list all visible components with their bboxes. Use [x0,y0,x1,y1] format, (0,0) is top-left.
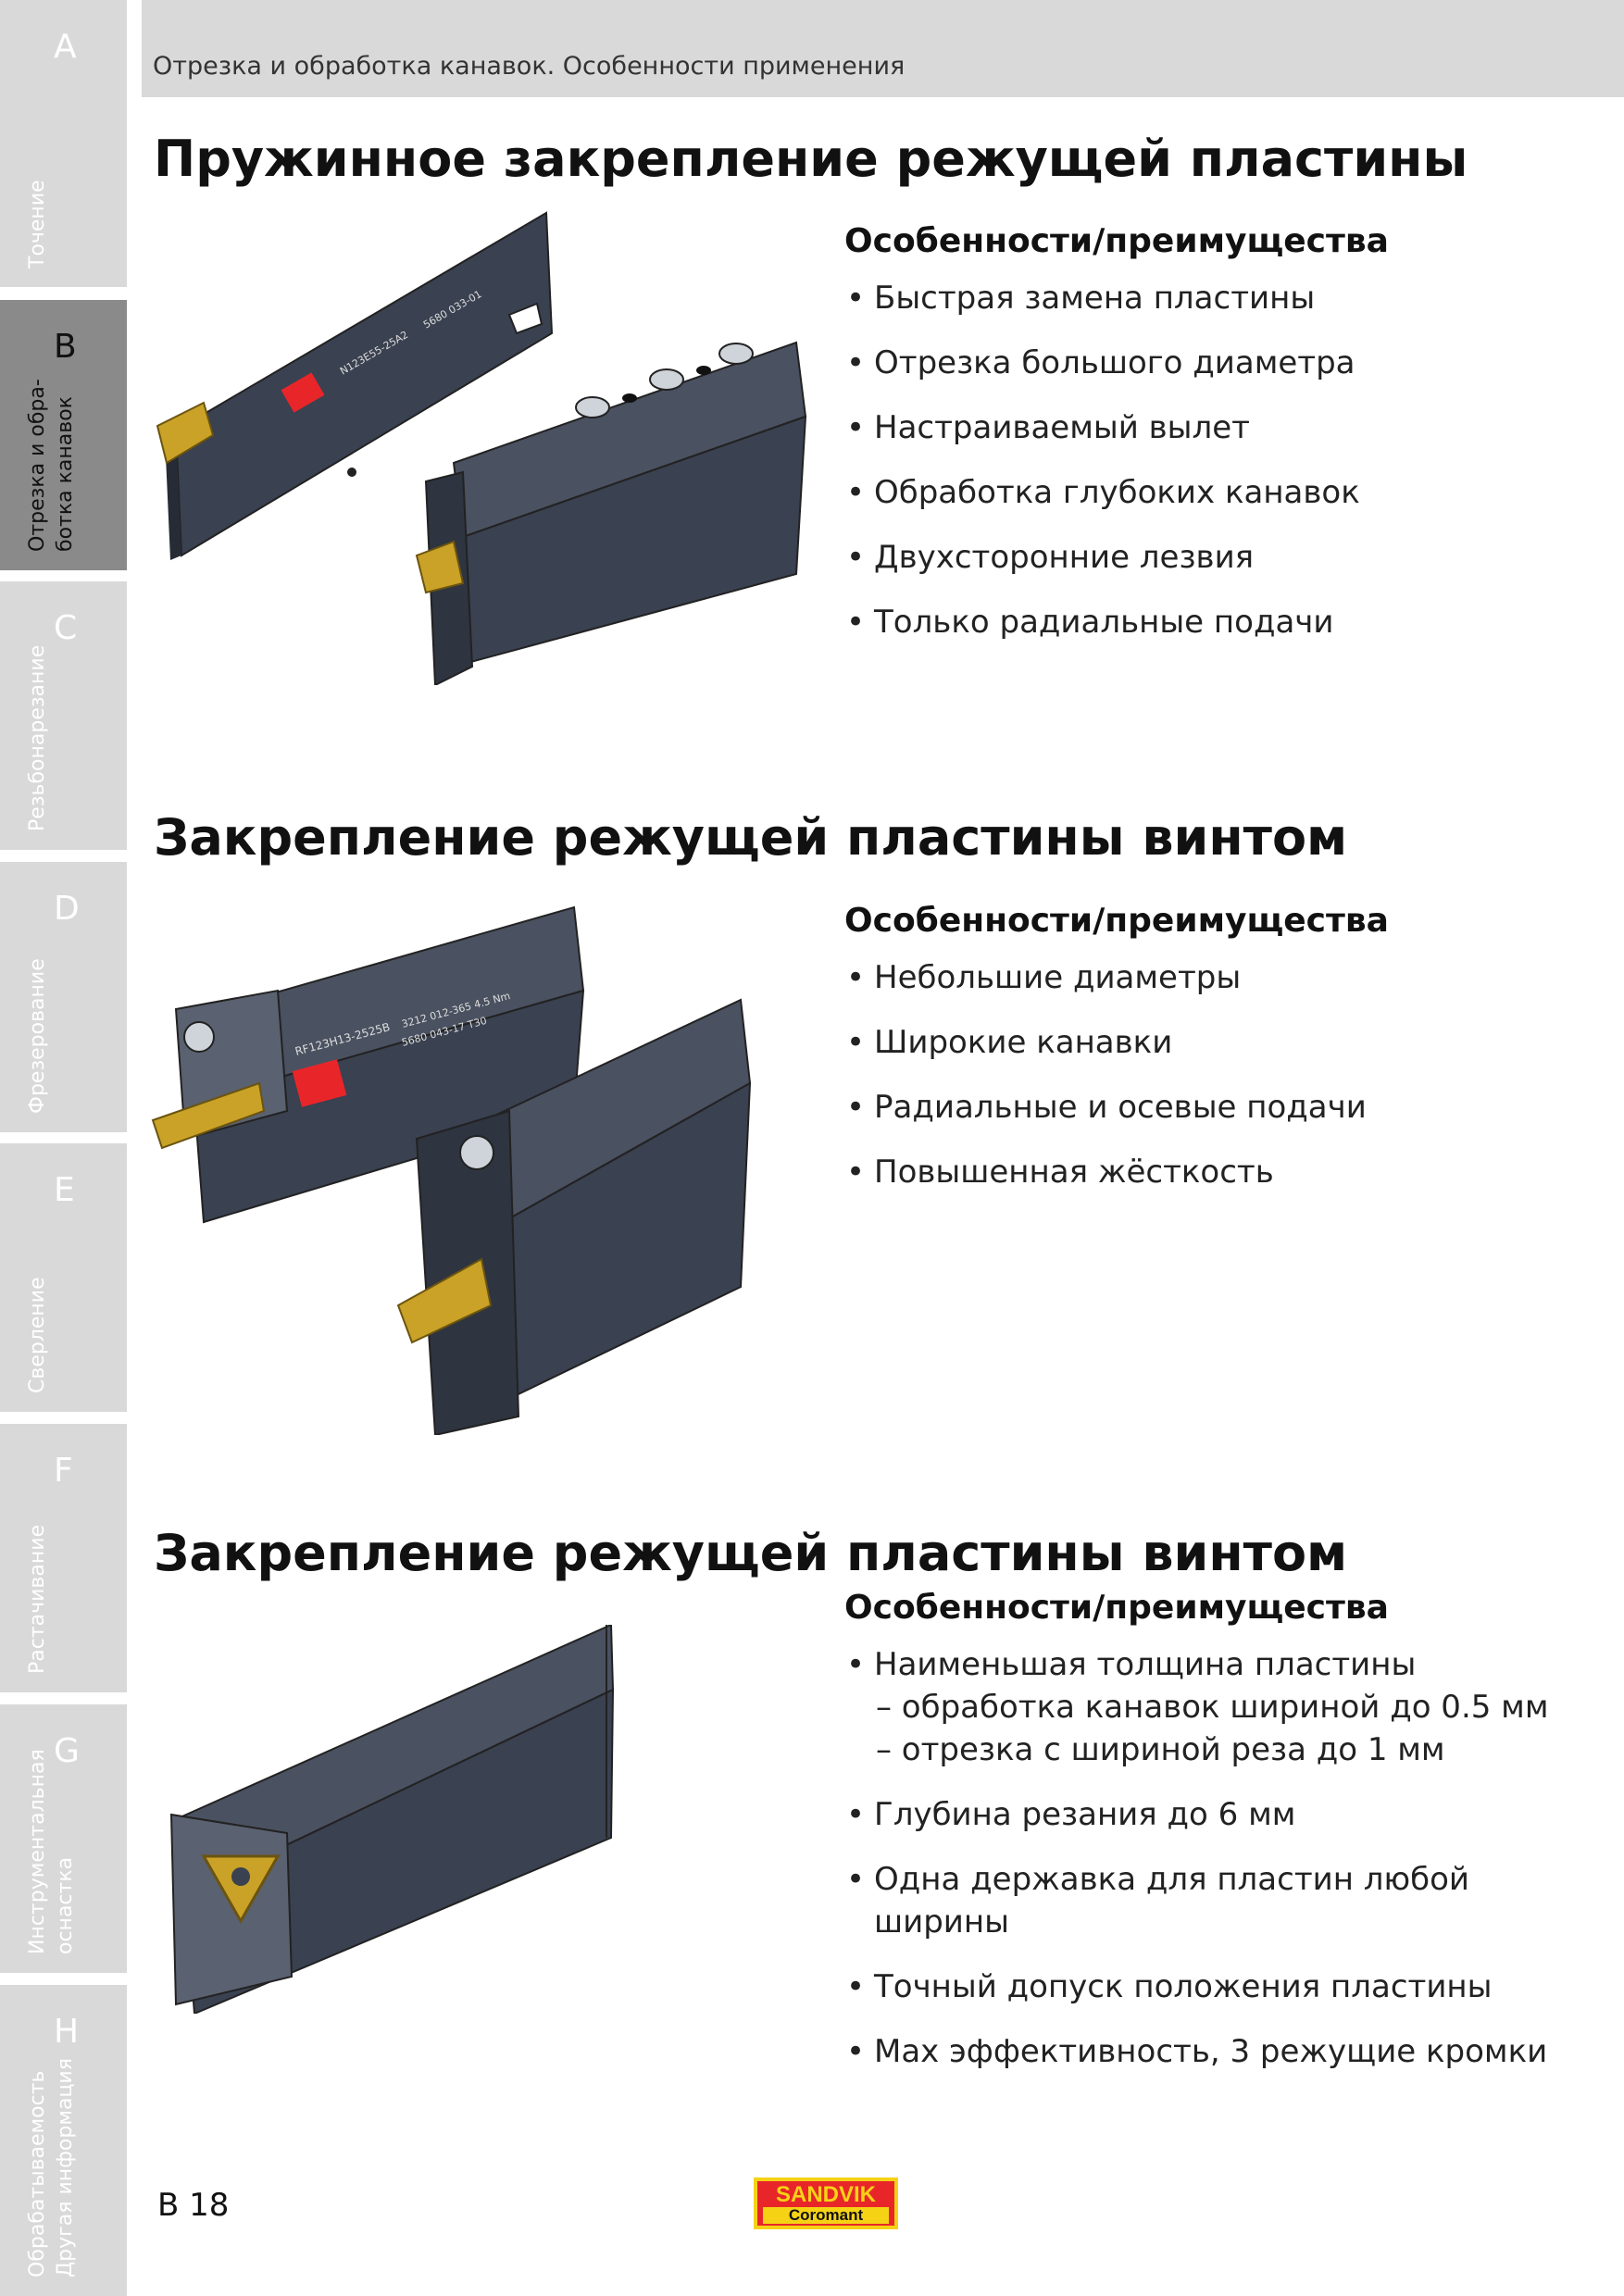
features-list: Наименьшая толщина пластины – обработка … [844,1643,1585,2073]
tab-e[interactable]: E Сверление [0,1143,127,1412]
list-subitem: – обработка канавок шириной до 0.5 мм [876,1689,1549,1726]
list-item-text: Одна державка для пластин любой [874,1861,1469,1898]
tab-letter: E [54,1171,75,1209]
tab-label: Точение [26,180,49,268]
features-list: Быстрая замена пластины Отрезка большого… [844,277,1585,643]
screw-clamp-tool-image-1: RF123H13-2525B 3212 012-365 4.5 Nm 5680 … [151,905,752,1435]
tab-letter: H [54,2013,80,2051]
tab-letter: F [54,1452,73,1490]
tab-label-2: ботка канавок [54,396,77,552]
list-item: Наименьшая толщина пластины – обработка … [844,1643,1585,1771]
tab-b[interactable]: B Отрезка и обра- ботка канавок [0,300,127,570]
logo-line1: SANDVIK [775,2182,876,2207]
tab-label: Растачивание [26,1524,49,1674]
list-item: Только радиальные подачи [844,601,1585,643]
tab-h[interactable]: H Обрабатываемость Другая информация [0,1985,127,2296]
tab-d[interactable]: D Фрезерование [0,862,127,1132]
list-item: Глубина резания до 6 мм [844,1793,1585,1836]
screw-clamp-tool-image-2 [169,1625,615,2014]
list-item-text: Наименьшая толщина пластины [874,1646,1417,1683]
features-block-3: Особенности/преимущества Наименьшая толщ… [844,1589,1585,2095]
tab-label: Инструментальная [26,1749,49,1954]
tab-label-2: Другая информация [54,2058,77,2277]
sandvik-logo: SANDVIK Coromant [754,2177,898,2229]
list-item: Max эффективность, 3 режущие кромки [844,2030,1585,2073]
tab-label-2: оснастка [54,1856,77,1954]
tab-g[interactable]: G Инструментальная оснастка [0,1704,127,1973]
list-item-continuation: ширины [874,1903,1009,1940]
features-block-2: Особенности/преимущества Небольшие диаме… [844,902,1585,1216]
section-sidebar: A Точение B Отрезка и обра- ботка канаво… [0,0,127,2296]
logo-line2: Coromant [763,2207,889,2224]
features-block-1: Особенности/преимущества Быстрая замена … [844,222,1585,666]
list-item: Быстрая замена пластины [844,277,1585,319]
list-item: Двухсторонние лезвия [844,536,1585,579]
tab-letter: B [54,328,77,366]
features-title: Особенности/преимущества [844,1589,1389,1627]
tab-label: Резьбонарезание [26,644,49,831]
tab-letter: G [54,1732,80,1770]
list-item: Повышенная жёсткость [844,1151,1585,1193]
tab-label: Отрезка и обра- [26,379,49,552]
list-subitem: – отрезка с шириной реза до 1 мм [876,1731,1445,1768]
tab-label: Обрабатываемость [26,2070,49,2277]
tab-letter: D [54,890,80,928]
tab-label: Фрезерование [26,958,49,1114]
section-title-2: Закрепление режущей пластины винтом [154,808,1348,867]
list-item: Точный допуск положения пластины [844,1965,1585,2008]
features-title: Особенности/преимущества [844,902,1389,940]
features-title: Особенности/преимущества [844,222,1389,260]
features-list: Небольшие диаметры Широкие канавки Радиа… [844,956,1585,1193]
list-item: Радиальные и осевые подачи [844,1086,1585,1129]
tab-label: Сверление [26,1277,49,1393]
list-item: Настраиваемый вылет [844,406,1585,449]
header-title: Отрезка и обработка канавок. Особенности… [153,52,906,81]
list-item: Отрезка большого диаметра [844,342,1585,384]
tab-a[interactable]: A Точение [0,0,127,287]
tab-letter: A [54,28,77,66]
list-item: Одна державка для пластин любой ширины [844,1858,1585,1943]
page-header: Отрезка и обработка канавок. Особенности… [142,0,1624,97]
list-item: Широкие канавки [844,1021,1585,1064]
tab-letter: C [54,609,78,647]
list-item: Небольшие диаметры [844,956,1585,999]
section-title-3: Закрепление режущей пластины винтом [154,1524,1348,1582]
page-number: B 18 [157,2187,230,2224]
spring-clamp-tool-image: N123E55-25A2 5680 033-01 [156,211,807,685]
tab-f[interactable]: F Растачивание [0,1424,127,1692]
list-item: Обработка глубоких канавок [844,471,1585,514]
tab-c[interactable]: C Резьбонарезание [0,581,127,850]
section-title-1: Пружинное закрепление режущей пластины [154,130,1468,188]
